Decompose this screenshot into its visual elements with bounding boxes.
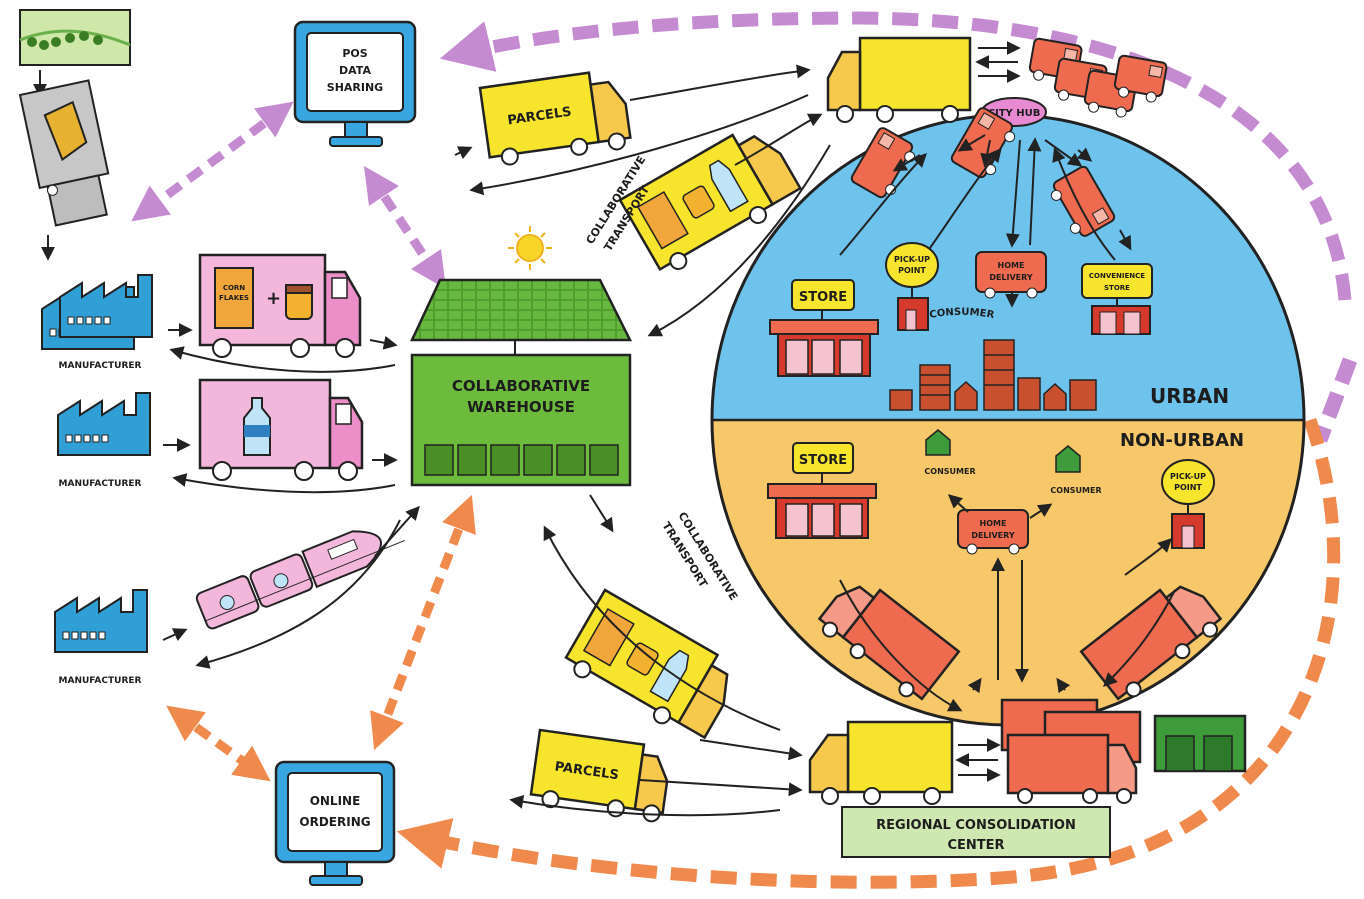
urban-label: URBAN	[1150, 384, 1229, 408]
grain-truck-icon	[18, 79, 110, 227]
manufacturer-3: MANUFACTURER	[54, 589, 148, 686]
online-line-1: ONLINE	[310, 794, 361, 808]
regional-center-yellow-truck	[808, 720, 954, 805]
svg-text:+: +	[266, 288, 281, 309]
non-urban-store: STORE	[767, 442, 877, 539]
manufacturer-label-2: MANUFACTURER	[59, 479, 142, 489]
non-urban-home-delivery-line-1: HOME	[980, 519, 1007, 528]
collaborative-transport-truck-top	[618, 133, 803, 271]
regional-center-line-2: CENTER	[947, 838, 1004, 853]
pos-line-2: DATA	[339, 64, 371, 77]
urban-home-delivery-line-2: DELIVERY	[989, 273, 1033, 282]
urban-convenience-line-1: CONVENIENCE	[1089, 272, 1145, 280]
non-urban-store-label: STORE	[799, 453, 847, 468]
warehouse-title-1: COLLABORATIVE	[452, 377, 590, 395]
non-urban-red-truck-left	[817, 585, 961, 701]
solar-roof	[410, 278, 633, 342]
purple-dashed-arrow-pos-warehouse	[364, 166, 446, 289]
pink-truck-cereal: CORN FLAKES +	[198, 253, 362, 358]
non-urban-flow-arrows	[839, 494, 1176, 712]
house-icon	[925, 429, 951, 456]
parcels-truck-top: PARCELS	[478, 71, 632, 166]
red-van-4	[1113, 54, 1168, 103]
regional-consolidation-center-label: REGIONAL CONSOLIDATION CENTER	[841, 806, 1111, 858]
regional-center-building	[1153, 714, 1247, 773]
non-urban-consumer-1: CONSUMER	[924, 429, 976, 476]
urban-pickup-point: PICK-UP POINT	[885, 242, 939, 331]
manufacturer-label-3: MANUFACTURER	[59, 676, 142, 686]
orange-dashed-arrow-bottom	[396, 417, 1341, 889]
online-line-2: ORDERING	[299, 815, 370, 829]
urban-home-delivery: HOME DELIVERY	[975, 251, 1047, 299]
non-urban-pickup-line-1: PICK-UP	[1170, 472, 1206, 481]
cereal-box-line-2: FLAKES	[219, 294, 249, 302]
manufacturer-2: MANUFACTURER	[57, 392, 151, 489]
purple-dashed-arrow-top	[439, 11, 1352, 301]
pink-train	[195, 530, 406, 630]
cereal-box-line-1: CORN	[223, 284, 245, 292]
exchange-arrows-bottom	[955, 738, 1001, 782]
non-urban-consumer-2: CONSUMER	[1050, 445, 1102, 495]
regional-center-red-trucks	[1000, 698, 1142, 804]
warehouse-title-2: WAREHOUSE	[467, 398, 575, 416]
factory-icon	[57, 392, 151, 456]
city-hub-label: CITY HUB	[988, 108, 1041, 119]
urban-pickup-line-1: PICK-UP	[894, 255, 930, 264]
urban-consumer-label: CONSUMER	[929, 307, 996, 321]
city-buildings	[889, 339, 1097, 411]
non-urban-home-delivery: HOME DELIVERY	[957, 509, 1029, 555]
non-urban-consumer-2-label: CONSUMER	[1050, 486, 1101, 495]
parcels-truck-bottom: PARCELS	[529, 728, 669, 823]
pink-truck-water	[198, 378, 364, 481]
urban-convenience-store: CONVENIENCE STORE	[1081, 263, 1153, 335]
urban-non-urban-globe: URBAN NON-URBAN	[710, 113, 1306, 727]
city-hub-red-vans	[1028, 37, 1168, 118]
non-urban-consumer-1-label: CONSUMER	[924, 467, 975, 476]
sun-icon	[516, 234, 544, 262]
online-ordering-monitor: ONLINE ORDERING	[274, 760, 396, 886]
purple-dashed-arrow-pos-left	[131, 101, 294, 222]
pos-line-3: SHARING	[327, 81, 383, 94]
non-urban-pickup-point: PICK-UP POINT	[1161, 459, 1215, 549]
farm-field	[19, 9, 131, 66]
non-urban-home-delivery-line-2: DELIVERY	[971, 531, 1015, 540]
manufacturer-1: MANUFACTURER	[41, 274, 153, 371]
collaborative-warehouse: COLLABORATIVE WAREHOUSE	[410, 226, 633, 487]
city-hub-yellow-truck	[826, 36, 972, 123]
regional-center-line-1: REGIONAL CONSOLIDATION	[876, 818, 1076, 833]
urban-store-label: STORE	[799, 290, 847, 305]
pos-data-sharing-monitor: POS DATA SHARING	[293, 20, 417, 147]
non-urban-pickup-line-2: POINT	[1174, 483, 1202, 492]
flow-arrows-left	[162, 323, 420, 669]
factory-icon	[54, 589, 148, 653]
cereal-box-icon	[214, 267, 254, 329]
orange-dashed-arrow-manufacturer-online	[166, 705, 271, 782]
purple-dashed-arrow-right	[1312, 357, 1358, 443]
pos-line-1: POS	[342, 47, 367, 60]
manufacturer-label-1: MANUFACTURER	[59, 361, 142, 371]
house-icon	[1055, 445, 1081, 473]
urban-convenience-line-2: STORE	[1104, 284, 1130, 292]
exchange-arrows-top	[975, 41, 1021, 83]
urban-flow-arrows	[839, 134, 1132, 308]
flow-arrows-center	[454, 64, 831, 817]
non-urban-label: NON-URBAN	[1120, 430, 1244, 451]
information-flow-arrows	[131, 11, 1358, 889]
factory-icon	[59, 274, 153, 338]
non-urban-red-truck-right	[1079, 585, 1223, 701]
orange-dashed-arrow-warehouse-online	[370, 494, 476, 751]
collaborative-transport-truck-bottom	[564, 588, 729, 740]
urban-pickup-line-2: POINT	[898, 266, 926, 275]
urban-store: STORE	[769, 279, 879, 377]
urban-home-delivery-line-1: HOME	[998, 261, 1025, 270]
